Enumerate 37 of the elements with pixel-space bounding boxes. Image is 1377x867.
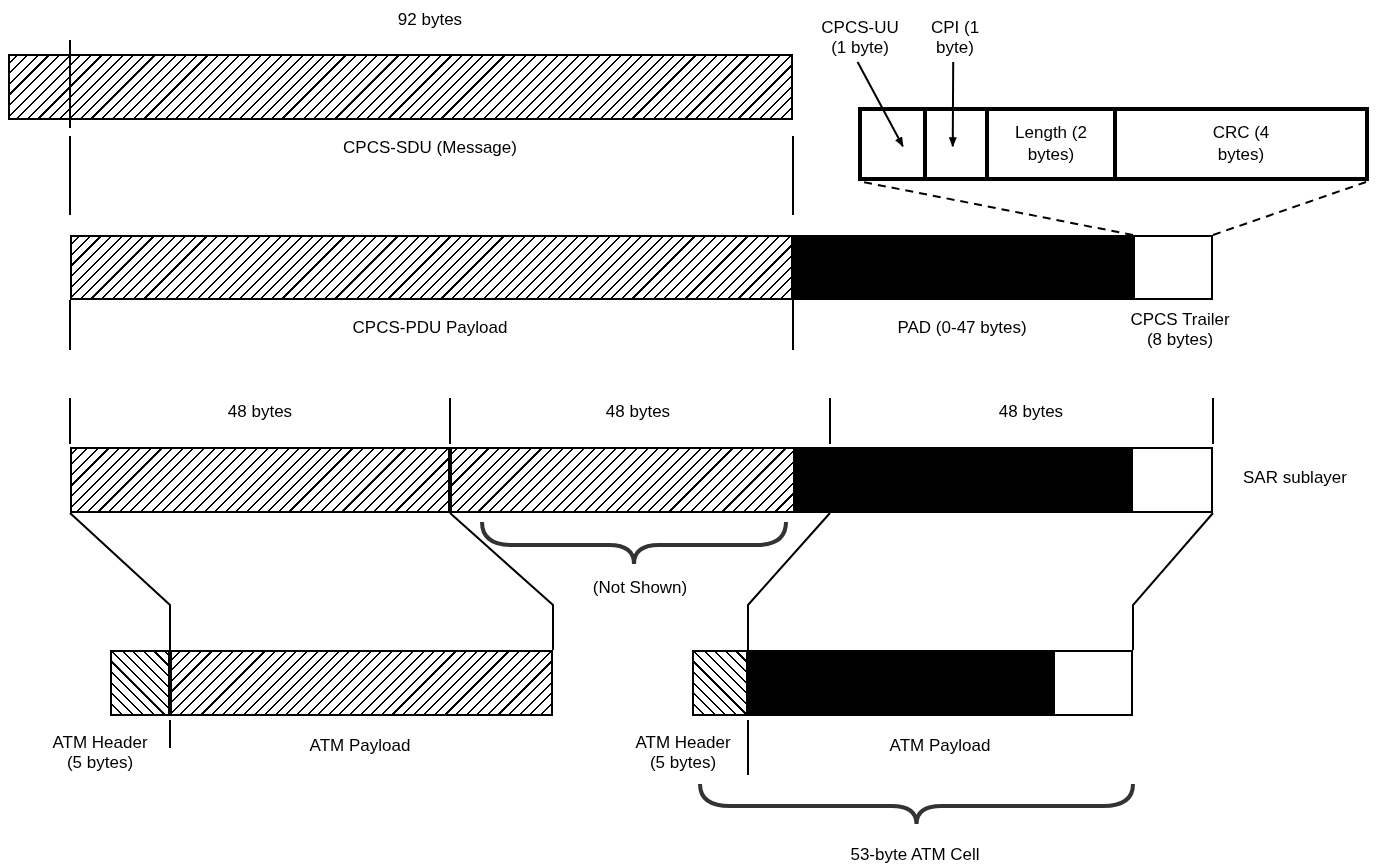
segment-caption: CPCS Trailer (8 bytes): [1129, 310, 1231, 350]
sar-segment: [830, 447, 1213, 513]
zoom-line: [449, 512, 554, 651]
message-bar: [8, 54, 793, 120]
segment-caption: ATM Payload: [888, 736, 992, 756]
zoom-line: [1132, 512, 1214, 651]
annotation-label: SAR sublayer: [1242, 468, 1348, 488]
leader-arrow: [856, 61, 904, 148]
trailer-segment: [1133, 235, 1213, 300]
leader-arrow: [948, 61, 957, 148]
segment-caption: CPCS-PDU Payload: [351, 318, 509, 338]
sar-segment: [70, 447, 450, 513]
annotation-label: 53-byte ATM Cell: [849, 845, 981, 865]
header-segment: [692, 650, 748, 716]
field-cell: Length (2 bytes): [987, 109, 1115, 179]
zoom-line: [747, 512, 831, 651]
field-cell: CRC (4 bytes): [1115, 109, 1367, 179]
field-cell: [860, 109, 925, 179]
segment-caption: ATM Header (5 bytes): [51, 733, 149, 773]
segment-caption: 92 bytes: [396, 10, 464, 30]
segment-caption: 48 bytes: [997, 402, 1065, 422]
sar-segment: [450, 447, 830, 513]
payload-segment: [70, 235, 793, 300]
segment-caption: CPCS-SDU (Message): [342, 138, 518, 158]
segment-caption: PAD (0-47 bytes): [896, 318, 1028, 338]
header-segment: [110, 650, 170, 716]
zoom-line: [69, 512, 171, 651]
segment-caption: 48 bytes: [604, 402, 672, 422]
field-cell: [925, 109, 987, 179]
pad-segment: [793, 235, 1133, 300]
payload-segment: [170, 650, 553, 716]
segment-caption: 48 bytes: [226, 402, 294, 422]
segment-caption: ATM Payload: [308, 736, 412, 756]
annotation-label: (Not Shown): [591, 578, 689, 598]
payload-segment: [748, 650, 1133, 716]
trailer-format-box: [858, 107, 1369, 181]
segment-caption: ATM Header (5 bytes): [634, 733, 732, 773]
